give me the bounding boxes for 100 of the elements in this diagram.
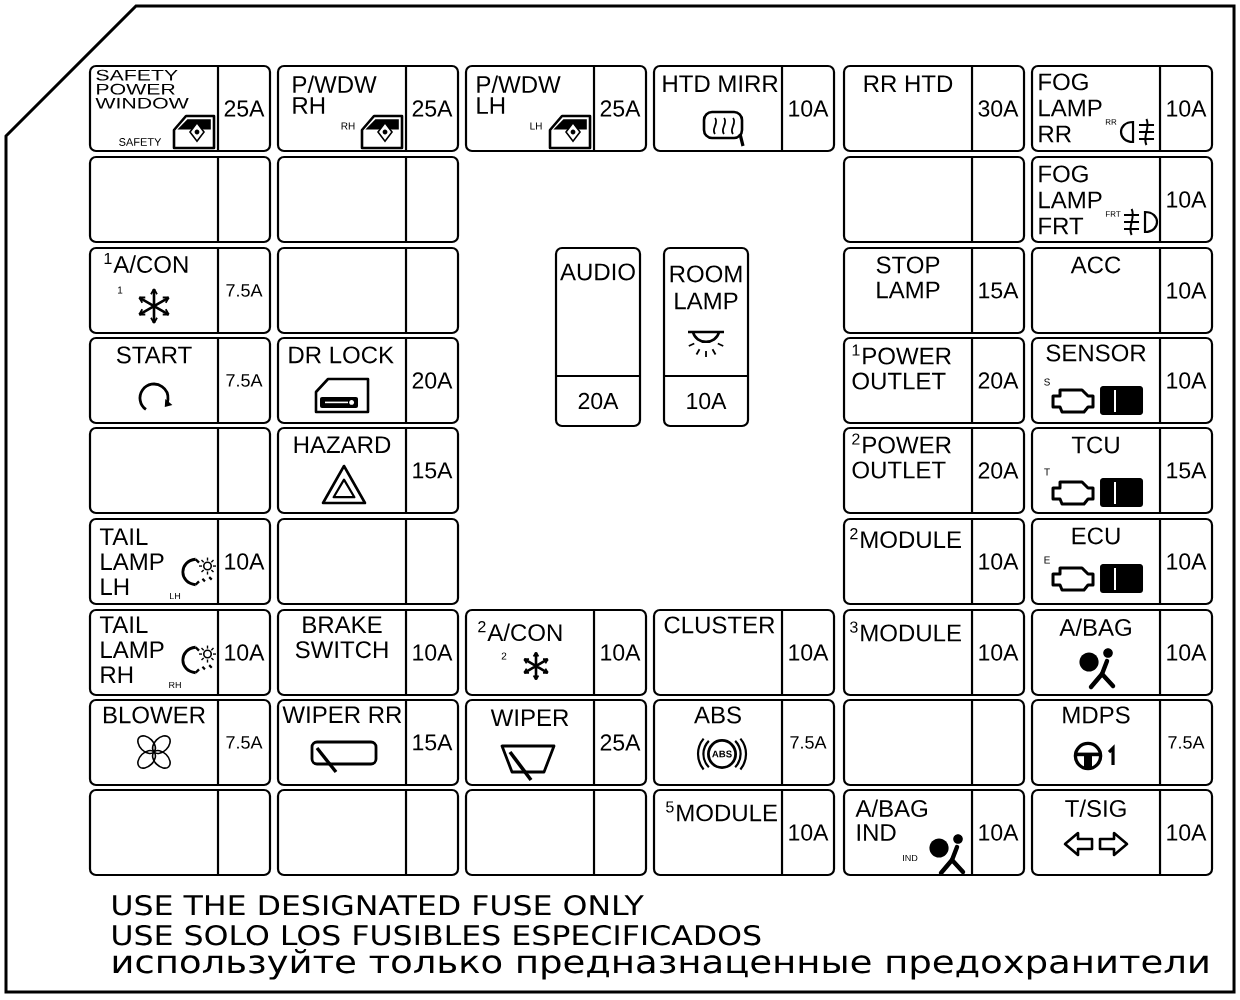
fuse-label: STOP LAMP [876, 256, 940, 299]
amperage-rating: 7.5A [1168, 736, 1205, 749]
amperage-rating: 25A [412, 100, 453, 117]
fuse-label: T/SIG [1065, 799, 1126, 817]
amperage-rating: 20A [978, 462, 1019, 479]
fuse-label: START [116, 346, 192, 364]
fuse-box [842, 64, 1026, 153]
empty-fuse-slot [842, 698, 1026, 787]
fuse-label: BLOWER [103, 706, 205, 724]
fuse-box [1030, 155, 1214, 244]
fuse-box [88, 64, 272, 153]
fuse-label: $^{1}$POWER OUTLET [852, 344, 951, 390]
amperage-rating: 10A [225, 644, 265, 661]
fuse-box [662, 246, 750, 428]
fuse-box [1030, 788, 1214, 877]
fuse-label: TAIL LAMP LH [99, 528, 164, 595]
fuse-label: ECU [1072, 527, 1120, 545]
amperage-rating: 10A [1167, 824, 1207, 841]
warning-text: используйте только предназнаценные предохранители [113, 949, 1208, 980]
fuse-label: P/WDW RH [293, 75, 377, 114]
fuse-label: $^{2}$POWER OUTLET [852, 433, 951, 479]
fuse-box [652, 698, 836, 787]
fuse-box [464, 608, 648, 697]
fuse-label: $^{5}$MODULE [666, 801, 777, 822]
fuse-label: HTD MIRR [663, 75, 778, 92]
amperage-rating: 10A [687, 392, 727, 410]
fuse-box [842, 788, 1026, 877]
warning-text: USE SOLO LOS FUSIBLES ESPECIFICADOS [113, 924, 761, 946]
fuse-box [842, 336, 1026, 425]
amperage-rating: 15A [413, 462, 453, 479]
fuse-box [276, 64, 460, 153]
fuse-box [842, 608, 1026, 697]
fuse-box [276, 698, 460, 787]
fuse-label: RR HTD [864, 75, 953, 92]
fuse-box-outline [4, 4, 1236, 994]
fuse-label: FOG LAMP FRT [1039, 165, 1102, 235]
empty-fuse-slot [276, 155, 460, 244]
amperage-rating: 25A [224, 100, 265, 117]
amperage-rating: 10A [979, 644, 1019, 661]
amperage-rating: 7.5A [226, 284, 263, 297]
amperage-rating: 10A [1167, 372, 1207, 389]
fuse-box [464, 698, 648, 787]
fuse-box [1030, 64, 1214, 153]
empty-fuse-slot [88, 155, 272, 244]
fuse-box [652, 64, 836, 153]
amperage-rating: 10A [1167, 553, 1207, 570]
amperage-rating: 15A [1167, 462, 1207, 479]
fuse-label: P/WDW LH [477, 75, 561, 114]
amperage-rating: 10A [413, 644, 453, 661]
fuse-label: $^{2}$A/CON [478, 621, 562, 642]
amperage-rating: 30A [978, 100, 1019, 117]
fuse-box [652, 608, 836, 697]
fuse-box [1030, 336, 1214, 425]
fuse-box [464, 64, 648, 153]
amperage-rating: 7.5A [226, 736, 263, 749]
fuse-box [1030, 426, 1214, 515]
fuse-box [842, 246, 1026, 335]
amperage-rating: 20A [978, 372, 1019, 389]
empty-fuse-slot [88, 788, 272, 877]
fuse-label: MDPS [1063, 706, 1130, 724]
fuse-label: $^{2}$MODULE [850, 528, 961, 549]
fuse-box [1030, 517, 1214, 606]
fuse-label: CLUSTER [664, 616, 775, 634]
amperage-rating: 15A [979, 282, 1019, 299]
empty-fuse-slot [88, 426, 272, 515]
amperage-rating: 10A [1167, 282, 1207, 299]
amperage-rating: 20A [412, 372, 453, 389]
amperage-rating: 10A [1167, 100, 1207, 117]
amperage-rating: 10A [225, 553, 265, 570]
fuse-label: ACC [1070, 256, 1121, 274]
fuse-box [276, 336, 460, 425]
amperage-rating: 10A [979, 553, 1019, 570]
fuse-box [1030, 608, 1214, 697]
fuse-box [88, 608, 272, 697]
fuse-box [554, 246, 642, 428]
fuse-label: A/BAG [1059, 618, 1131, 636]
fuse-label: ABS [694, 706, 741, 724]
fuse-label: HAZARD [294, 436, 391, 453]
amperage-rating: 7.5A [790, 736, 827, 749]
fuse-box [1030, 698, 1214, 787]
fuse-box [88, 336, 272, 425]
fuse-box [276, 608, 460, 697]
fuse-label: $^{3}$MODULE [850, 621, 961, 642]
fuse-label: WIPER RR [282, 706, 402, 723]
warning-text: USE THE DESIGNATED FUSE ONLY [113, 894, 644, 916]
fuse-label: A/BAG IND [855, 799, 927, 841]
empty-fuse-slot [464, 788, 648, 877]
amperage-rating: 15A [413, 734, 453, 751]
fuse-label: WIPER [490, 709, 569, 726]
amperage-rating: 10A [789, 644, 829, 661]
fuse-box [88, 698, 272, 787]
amperage-rating: 10A [1167, 191, 1207, 208]
fuse-box [88, 517, 272, 606]
fuse-box [842, 426, 1026, 515]
amperage-rating: 10A [789, 824, 829, 841]
fuse-label: AUDIO [560, 263, 635, 281]
amperage-rating: 7.5A [226, 374, 263, 387]
amperage-rating: 10A [979, 824, 1019, 841]
amperage-rating: 20A [578, 392, 619, 410]
fuse-box [842, 517, 1026, 606]
